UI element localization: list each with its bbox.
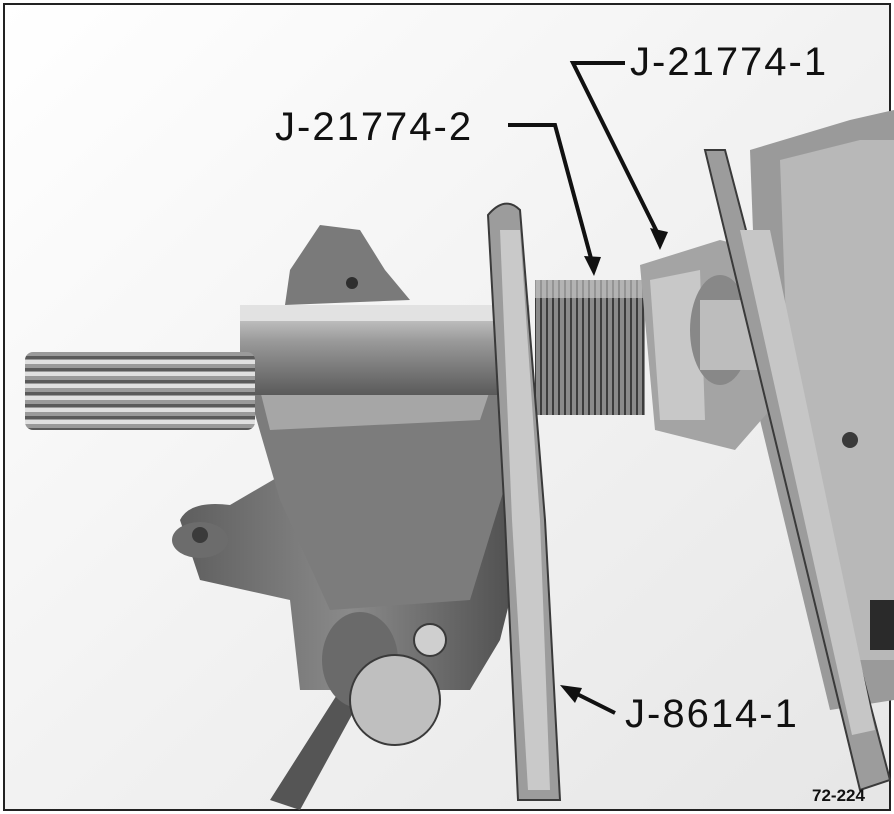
vise-handle [270, 690, 360, 810]
vise-body [245, 380, 510, 610]
leader-lines [508, 61, 662, 715]
spline-shaft [25, 352, 255, 430]
callout-j-21774-1: J-21774-1 [630, 40, 829, 84]
callout-j-8614-1: J-8614-1 [625, 692, 799, 736]
callout-j-21774-2: J-21774-2 [275, 105, 474, 149]
figure-number: 72-224 [812, 786, 865, 805]
arrowheads [560, 228, 668, 703]
threaded-adapter [535, 280, 645, 415]
